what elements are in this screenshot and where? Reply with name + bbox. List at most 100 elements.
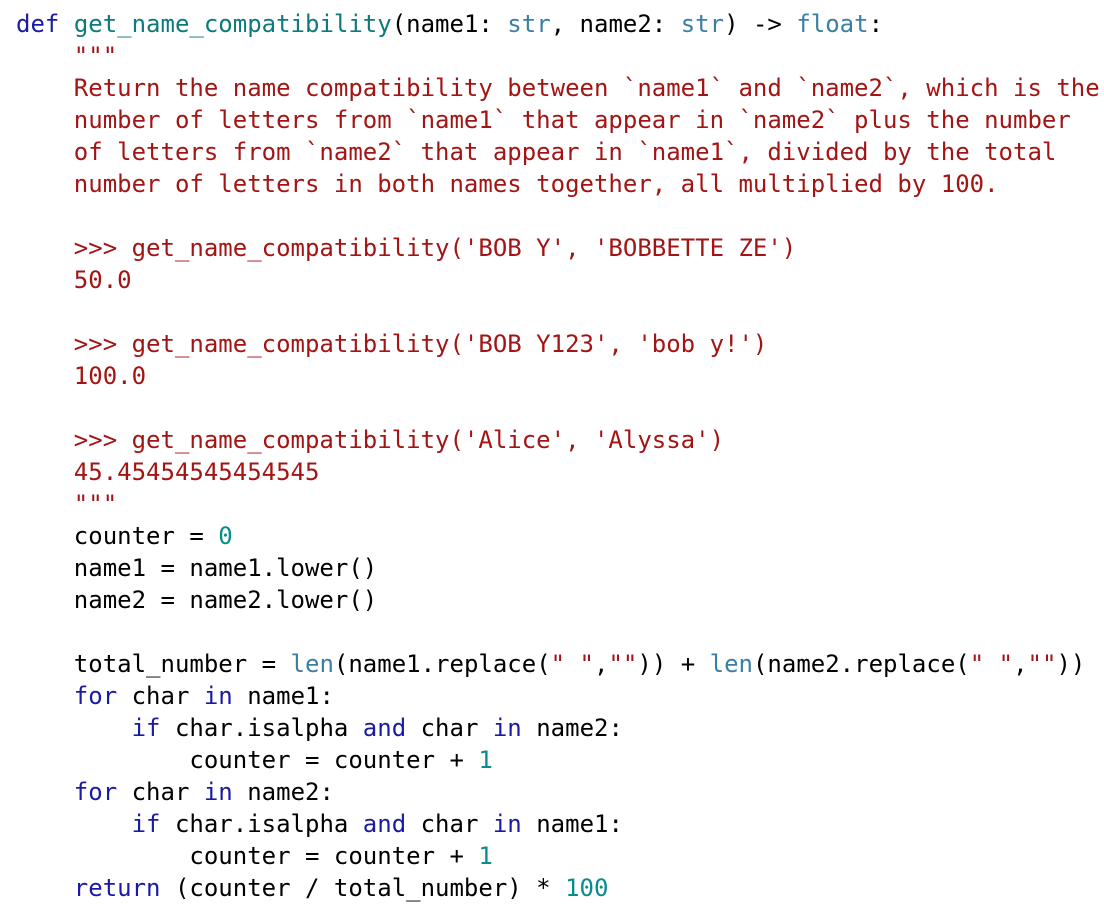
code-text: counter = counter + xyxy=(16,842,479,870)
code-text xyxy=(16,778,74,806)
code-text: (name1.replace( xyxy=(333,650,551,678)
docstring-text: 100.0 xyxy=(16,362,147,390)
builtin-token: float xyxy=(796,10,869,38)
number-token: 100 xyxy=(565,874,609,902)
code-text: )) + xyxy=(637,650,710,678)
code-text: name2: xyxy=(232,778,334,806)
builtin-token: len xyxy=(709,650,753,678)
code-text: total_number = xyxy=(16,650,291,678)
code-line: >>> get_name_compatibility('BOB Y123', '… xyxy=(16,328,1100,360)
code-text xyxy=(16,810,132,838)
function-name-token: get_name_compatibility xyxy=(73,10,392,38)
code-text: name2 = name2.lower() xyxy=(16,586,378,614)
code-text: , xyxy=(594,650,609,678)
code-line: number of letters in both names together… xyxy=(16,168,1100,200)
number-token: 0 xyxy=(218,522,233,550)
code-line xyxy=(16,616,1100,648)
code-text: )) xyxy=(1056,650,1086,678)
code-text: (name1: xyxy=(391,10,508,38)
number-token: 1 xyxy=(478,842,493,870)
keyword-token: in xyxy=(203,778,233,806)
code-text xyxy=(16,874,74,902)
code-text: , name2: xyxy=(550,10,681,38)
code-line: Return the name compatibility between `n… xyxy=(16,72,1100,104)
code-text: : xyxy=(868,10,884,38)
code-text: name2: xyxy=(521,714,623,742)
docstring-text: Return the name compatibility between `n… xyxy=(16,74,1100,102)
code-line: if char.isalpha and char in name1: xyxy=(16,808,1100,840)
code-line: counter = counter + 1 xyxy=(16,744,1100,776)
keyword-token: for xyxy=(73,682,118,710)
string-token: " " xyxy=(969,650,1014,678)
code-line: >>> get_name_compatibility('Alice', 'Aly… xyxy=(16,424,1100,456)
code-line: 45.45454545454545 xyxy=(16,456,1100,488)
code-line xyxy=(16,200,1100,232)
number-token: 1 xyxy=(478,746,493,774)
code-line: if char.isalpha and char in name2: xyxy=(16,712,1100,744)
code-line: of letters from `name2` that appear in `… xyxy=(16,136,1100,168)
builtin-token: str xyxy=(507,10,551,38)
code-line: for char in name1: xyxy=(16,680,1100,712)
code-line: number of letters from `name1` that appe… xyxy=(16,104,1100,136)
keyword-token: def xyxy=(16,10,60,38)
code-text: ) -> xyxy=(724,10,797,38)
code-line xyxy=(16,392,1100,424)
string-token: "" xyxy=(608,650,638,678)
code-line: """ xyxy=(16,488,1100,520)
code-line: counter = 0 xyxy=(16,520,1100,552)
code-text: char xyxy=(117,778,204,806)
code-line: def get_name_compatibility(name1: str, n… xyxy=(16,8,1100,40)
keyword-token: for xyxy=(73,778,118,806)
code-text: name1 = name1.lower() xyxy=(16,554,378,582)
docstring-text: of letters from `name2` that appear in `… xyxy=(16,138,1057,166)
docstring-text: """ xyxy=(16,42,118,70)
code-text: counter = xyxy=(16,522,219,550)
keyword-token: and xyxy=(362,810,407,838)
docstring-text: number of letters in both names together… xyxy=(16,170,999,198)
code-text: (name2.replace( xyxy=(752,650,970,678)
code-line: counter = counter + 1 xyxy=(16,840,1100,872)
code-line: """ xyxy=(16,40,1100,72)
keyword-token: return xyxy=(73,874,161,902)
docstring-text: >>> get_name_compatibility('Alice', 'Aly… xyxy=(16,426,725,454)
code-text xyxy=(16,714,132,742)
docstring-text: >>> get_name_compatibility('BOB Y', 'BOB… xyxy=(16,234,797,262)
code-line: name2 = name2.lower() xyxy=(16,584,1100,616)
keyword-token: in xyxy=(203,682,233,710)
code-text: name1: xyxy=(232,682,334,710)
keyword-token: if xyxy=(131,714,161,742)
code-text: char xyxy=(406,810,493,838)
code-text xyxy=(16,682,74,710)
builtin-token: str xyxy=(680,10,725,38)
docstring-text: 50.0 xyxy=(16,266,132,294)
string-token: " " xyxy=(550,650,595,678)
code-text: char.isalpha xyxy=(160,810,363,838)
docstring-text: 45.45454545454545 xyxy=(16,458,320,486)
code-text: char xyxy=(117,682,204,710)
docstring-text: number of letters from `name1` that appe… xyxy=(16,106,1071,134)
code-line: return (counter / total_number) * 100 xyxy=(16,872,1100,904)
code-editor[interactable]: def get_name_compatibility(name1: str, n… xyxy=(16,8,1100,904)
code-line: >>> get_name_compatibility('BOB Y', 'BOB… xyxy=(16,232,1100,264)
code-text: (counter / total_number) * xyxy=(160,874,566,902)
code-line xyxy=(16,296,1100,328)
keyword-token: in xyxy=(492,810,522,838)
code-line: 50.0 xyxy=(16,264,1100,296)
code-line: total_number = len(name1.replace(" ","")… xyxy=(16,648,1100,680)
docstring-text: >>> get_name_compatibility('BOB Y123', '… xyxy=(16,330,768,358)
code-line: 100.0 xyxy=(16,360,1100,392)
code-text: counter = counter + xyxy=(16,746,479,774)
keyword-token: if xyxy=(131,810,161,838)
builtin-token: len xyxy=(290,650,334,678)
keyword-token: in xyxy=(492,714,522,742)
code-line: for char in name2: xyxy=(16,776,1100,808)
code-text: char.isalpha xyxy=(160,714,363,742)
code-line: name1 = name1.lower() xyxy=(16,552,1100,584)
docstring-text: """ xyxy=(16,490,118,518)
keyword-token: and xyxy=(362,714,407,742)
code-text: char xyxy=(406,714,493,742)
code-text xyxy=(59,10,73,38)
code-text: , xyxy=(1013,650,1028,678)
code-text: name1: xyxy=(521,810,623,838)
string-token: "" xyxy=(1027,650,1057,678)
